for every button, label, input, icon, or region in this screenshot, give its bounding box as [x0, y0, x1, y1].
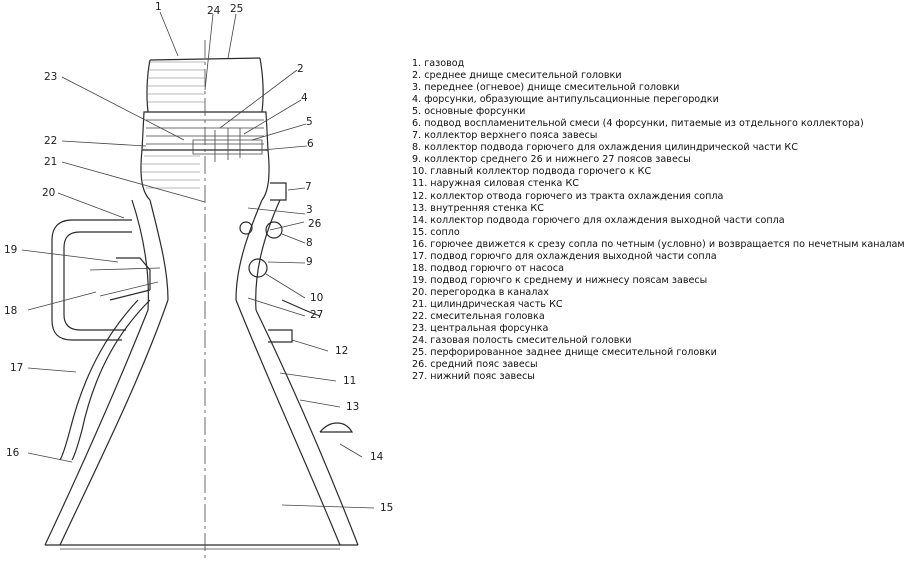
callout-20: 20 [42, 187, 55, 199]
callout-18: 18 [4, 305, 17, 317]
callout-21: 21 [44, 156, 57, 168]
legend-item: 14. коллектор подвода горючего для охлаж… [412, 214, 785, 226]
legend: 1. газовод 2. среднее днище смесительной… [412, 58, 905, 383]
callout-15: 15 [380, 502, 393, 514]
callout-25: 25 [230, 3, 243, 15]
callout-17: 17 [10, 362, 23, 374]
callout-12: 12 [335, 345, 348, 357]
callout-4: 4 [301, 92, 308, 104]
callout-22: 22 [44, 135, 57, 147]
callout-24: 24 [207, 5, 221, 17]
callout-13: 13 [346, 401, 359, 413]
legend-item: 2. среднее днище смесительной головки [412, 70, 622, 82]
left-supply-pipes [51, 219, 161, 461]
legend-item: 26. средний пояс завесы [412, 359, 538, 371]
callout-23: 23 [44, 71, 57, 83]
legend-item: 24. газовая полость смесительной головки [412, 335, 632, 347]
legend-item: 25. перфорированное заднее днище смесите… [412, 347, 717, 359]
legend-item: 3. переднее (огневое) днище смесительной… [412, 82, 680, 94]
legend-item: 10. главный коллектор подвода горючего к… [412, 166, 652, 178]
legend-item: 21. цилиндрическая часть КС [412, 298, 563, 310]
callout-labels: 1 2 3 4 5 6 7 8 9 10 11 12 13 14 15 16 1… [4, 1, 393, 514]
legend-item: 27. нижний пояс завесы [412, 371, 535, 383]
callout-8: 8 [306, 237, 313, 249]
callout-11: 11 [343, 375, 356, 387]
right-collectors [239, 182, 354, 433]
legend-item: 7. коллектор верхнего пояса завесы [412, 130, 598, 142]
legend-item: 17. подвод горючго для охлаждения выходн… [412, 250, 717, 262]
chamber-outline [44, 40, 359, 558]
legend-item: 13. внутренняя стенка КС [412, 202, 544, 214]
callout-5: 5 [306, 116, 313, 128]
callout-14: 14 [370, 451, 384, 463]
leader-lines [21, 11, 375, 509]
legend-item: 6. подвод воспламенительной смеси (4 фор… [412, 118, 864, 130]
callout-3: 3 [306, 204, 313, 216]
callout-2: 2 [297, 63, 304, 75]
legend-item: 5. основные форсунки [412, 106, 526, 118]
legend-item: 4. форсунки, образующие антипульсационны… [412, 94, 719, 106]
legend-item: 1. газовод [412, 58, 465, 69]
callout-19: 19 [4, 244, 17, 256]
legend-item: 23. центральная форсунка [412, 323, 549, 335]
callout-9: 9 [306, 256, 313, 268]
legend-item: 18. подвод горючго от насоса [412, 262, 564, 274]
callout-26: 26 [308, 218, 322, 230]
legend-item: 9. коллектор среднего 26 и нижнего 27 по… [412, 154, 691, 166]
legend-item: 19. подвод горючго к среднему и нижнесу … [412, 274, 708, 286]
legend-item: 22. смесительная головка [412, 310, 545, 322]
head-hatching [142, 61, 205, 189]
legend-item: 16. горючее движется к срезу сопла по че… [412, 238, 905, 250]
callout-16: 16 [6, 447, 20, 459]
callout-27: 27 [310, 309, 323, 321]
engine-diagram: 1 2 3 4 5 6 7 8 9 10 11 12 13 14 15 16 1… [4, 1, 393, 558]
callout-6: 6 [307, 138, 314, 150]
legend-item: 8. коллектор подвода горючего для охлажд… [412, 142, 798, 154]
legend-item: 15. сопло [412, 226, 460, 238]
legend-item: 11. наружная силовая стенка КС [412, 178, 579, 190]
legend-item: 20. перегородка в каналах [412, 286, 549, 298]
callout-10: 10 [310, 292, 323, 304]
callout-1: 1 [155, 1, 162, 13]
legend-item: 12. коллектор отвода горючего из тракта … [412, 190, 724, 202]
callout-7: 7 [305, 181, 312, 193]
